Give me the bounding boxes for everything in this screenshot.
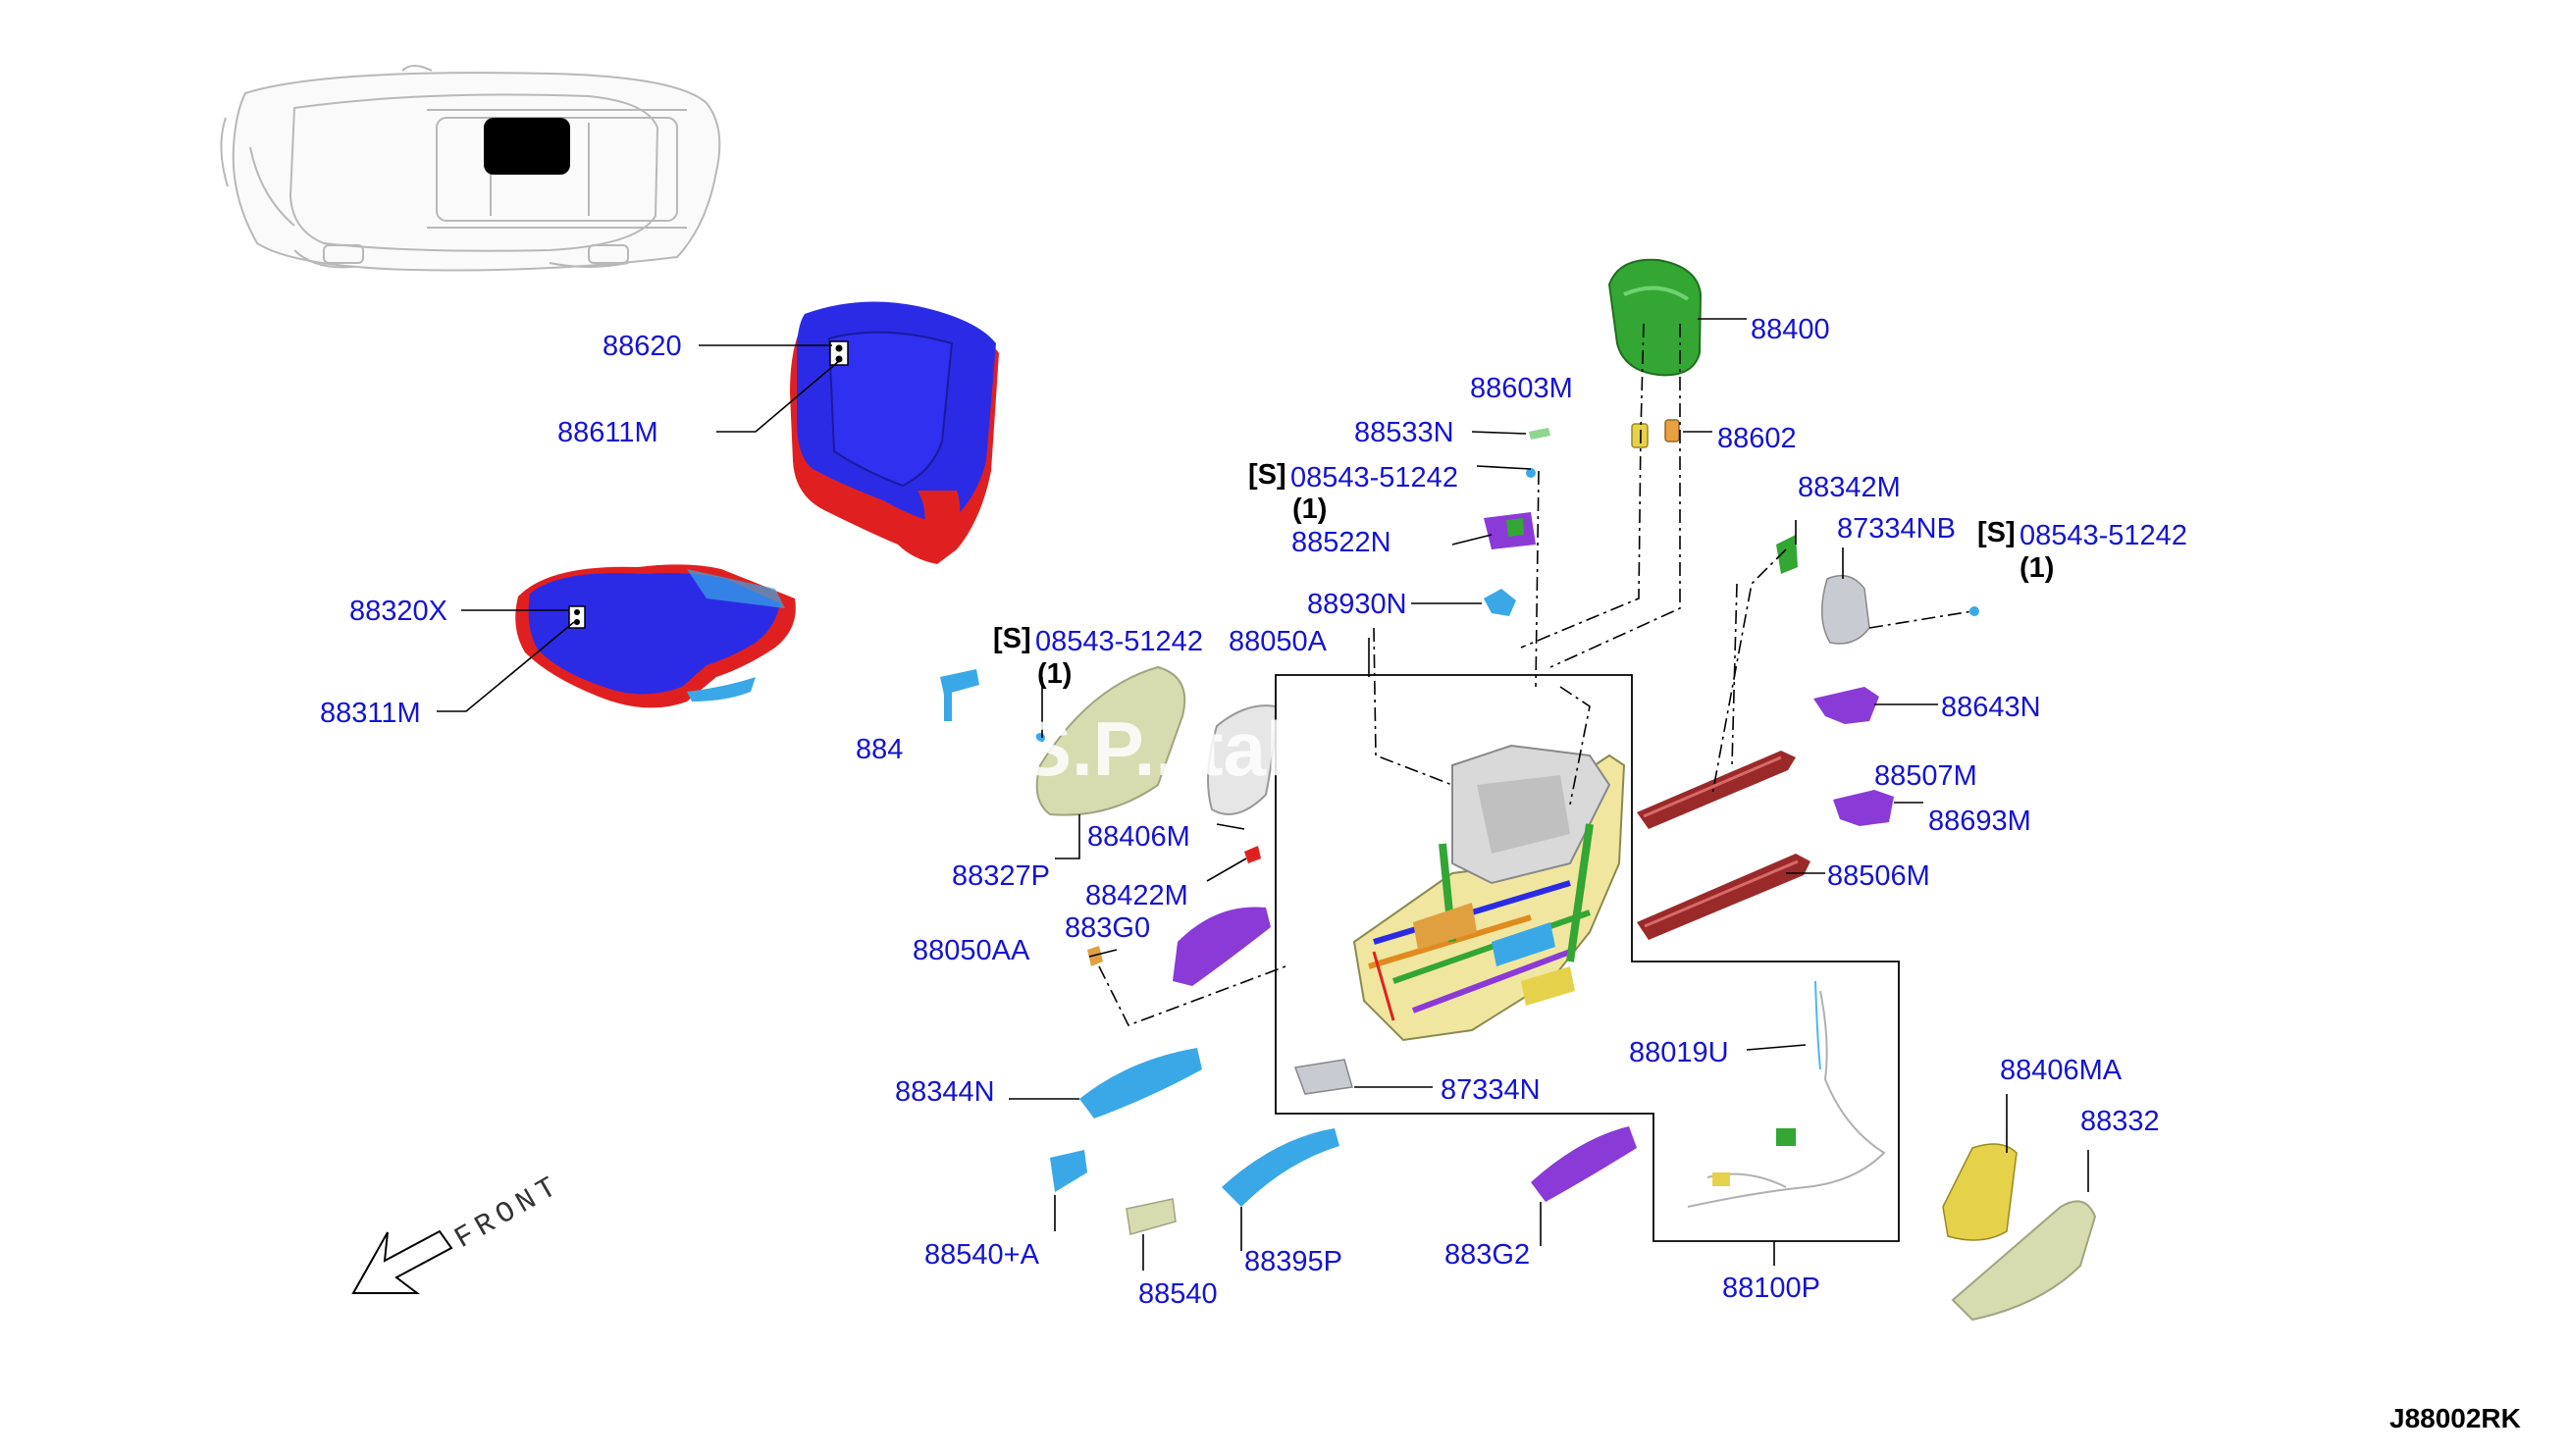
watermark-text: S.P...tal xyxy=(1021,705,1287,792)
label-88344N[interactable]: 88344N xyxy=(895,1076,995,1108)
label-88406MA[interactable]: 88406MA xyxy=(2000,1055,2123,1086)
label-88620[interactable]: 88620 xyxy=(603,331,682,362)
seat-cushion-cover xyxy=(515,564,796,708)
part-884-left xyxy=(940,669,979,695)
trim-88395P xyxy=(1222,1128,1339,1207)
part-88693M xyxy=(1833,790,1894,826)
part-88342M xyxy=(1776,535,1798,574)
label-88643N[interactable]: 88643N xyxy=(1941,692,2041,723)
part-88540 xyxy=(1126,1198,1177,1235)
headrest xyxy=(1607,258,1703,377)
label-88602[interactable]: 88602 xyxy=(1717,423,1797,454)
label-88540[interactable]: 88540 xyxy=(1138,1278,1218,1310)
label-88930N[interactable]: 88930N xyxy=(1307,589,1407,620)
label-88395P[interactable]: 88395P xyxy=(1244,1246,1342,1277)
label-88506M[interactable]: 88506M xyxy=(1827,860,1930,892)
label-88603M[interactable]: 88603M xyxy=(1470,373,1573,404)
label-s-top-marker: [S] xyxy=(1248,459,1286,491)
side-shield-88327P xyxy=(1035,665,1186,816)
label-08543-51242-left[interactable]: 08543-51242 xyxy=(1035,626,1203,657)
side-cover-88406M xyxy=(1207,704,1278,815)
label-883G0[interactable]: 883G0 xyxy=(1065,912,1150,944)
label-88533N[interactable]: 88533N xyxy=(1354,417,1454,448)
label-88332[interactable]: 88332 xyxy=(2080,1106,2160,1137)
label-qty-top: (1) xyxy=(1292,494,1327,525)
label-88540A[interactable]: 88540+A xyxy=(924,1239,1040,1271)
label-s-left-marker: [S] xyxy=(993,623,1031,654)
label-88327P[interactable]: 88327P xyxy=(952,860,1050,892)
headrest-guide-88603M xyxy=(1631,423,1649,448)
trim-88344N xyxy=(1079,1048,1202,1118)
label-88320X[interactable]: 88320X xyxy=(349,596,447,627)
trim-883G0 xyxy=(1173,907,1271,986)
label-08543-51242-top[interactable]: 08543-51242 xyxy=(1290,462,1458,494)
screw-right xyxy=(1969,606,1979,616)
label-88507M[interactable]: 88507M xyxy=(1874,760,1977,792)
shield-88332 xyxy=(1951,1200,2097,1322)
label-88019U[interactable]: 88019U xyxy=(1629,1037,1729,1068)
label-884-partial[interactable]: 884 xyxy=(856,734,903,765)
label-88400[interactable]: 88400 xyxy=(1751,314,1830,345)
headrest-guide-88602 xyxy=(1664,419,1680,442)
front-direction-indicator: FRONT xyxy=(351,1169,568,1294)
seat-back-cover xyxy=(790,301,999,564)
label-88522N[interactable]: 88522N xyxy=(1291,527,1391,558)
label-88050AA[interactable]: 88050AA xyxy=(913,935,1030,966)
label-88406M[interactable]: 88406M xyxy=(1087,821,1190,853)
label-883G2[interactable]: 883G2 xyxy=(1444,1239,1530,1271)
part-87334N xyxy=(1293,1059,1353,1095)
frame-box-outline xyxy=(1275,674,1900,1242)
label-88311M[interactable]: 88311M xyxy=(320,698,421,729)
label-qty-right: (1) xyxy=(2019,552,2054,584)
seat-frame-assembly xyxy=(1352,744,1626,1042)
label-88422M[interactable]: 88422M xyxy=(1085,880,1188,911)
label-87334NB[interactable]: 87334NB xyxy=(1837,513,1956,545)
seat-location-marker xyxy=(484,118,570,175)
front-label: FRONT xyxy=(449,1169,568,1256)
label-08543-51242-right[interactable]: 08543-51242 xyxy=(2019,520,2187,551)
trim-883G2 xyxy=(1531,1126,1637,1202)
seat-rail-upper xyxy=(1637,751,1796,829)
screw-top xyxy=(1526,468,1536,478)
label-87334N[interactable]: 87334N xyxy=(1441,1074,1541,1106)
label-88693M[interactable]: 88693M xyxy=(1928,806,2031,837)
part-87334NB xyxy=(1820,574,1870,645)
label-s-right-marker: [S] xyxy=(1977,517,2016,548)
part-88533N xyxy=(1529,428,1550,440)
part-88930N xyxy=(1484,589,1516,616)
label-88050A[interactable]: 88050A xyxy=(1229,626,1328,657)
screw-88050AA xyxy=(1087,946,1103,966)
label-88100P[interactable]: 88100P xyxy=(1722,1273,1820,1304)
side-cover-88406MA xyxy=(1942,1143,2018,1241)
label-88342M[interactable]: 88342M xyxy=(1798,472,1901,503)
part-88422M xyxy=(1244,846,1261,863)
diagram-code: J88002RK xyxy=(2389,1403,2521,1433)
car-overview-illustration xyxy=(220,65,721,272)
part-88643N xyxy=(1813,687,1879,724)
label-88611M[interactable]: 88611M xyxy=(557,417,658,448)
part-88540A xyxy=(1050,1150,1087,1192)
label-qty-left: (1) xyxy=(1037,658,1072,690)
